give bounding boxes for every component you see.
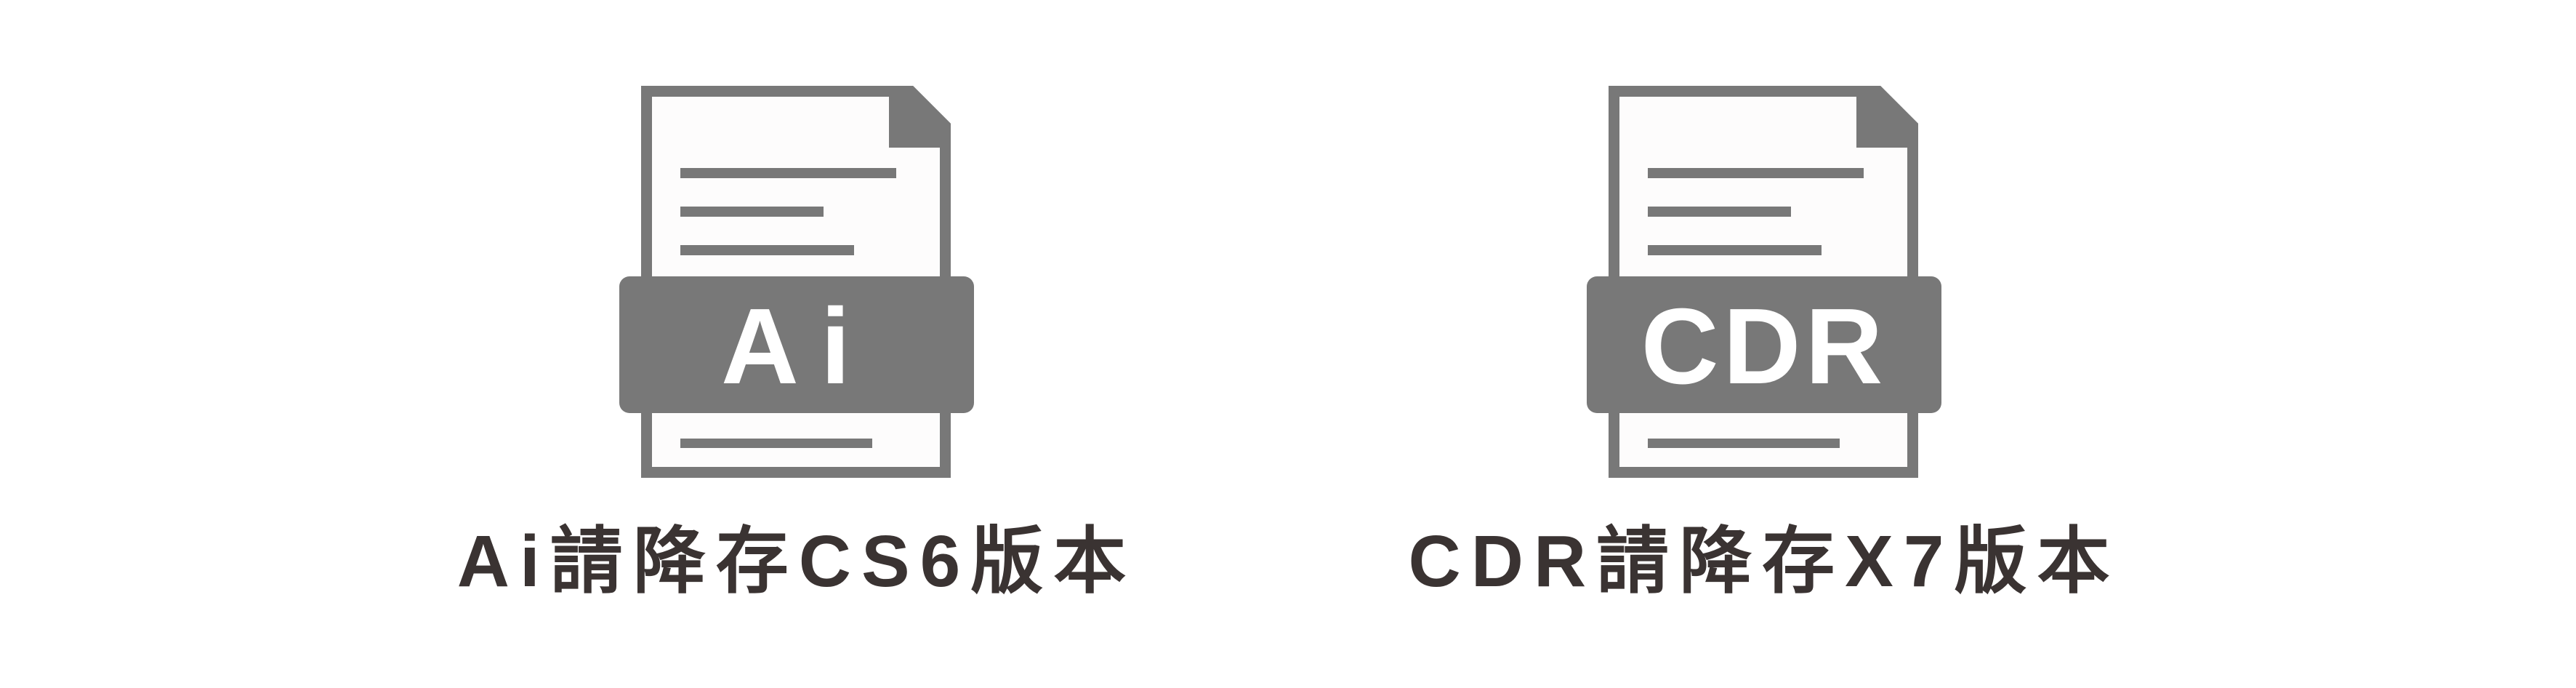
text-line: [1648, 168, 1864, 178]
text-line: [1648, 207, 1791, 217]
text-line: [680, 207, 824, 217]
text-line: [680, 168, 896, 178]
ai-document-file-icon: Ai: [619, 86, 974, 478]
format-banner: [1587, 276, 1941, 413]
format-banner: [619, 276, 974, 413]
format-label-ai: Ai: [721, 287, 872, 407]
format-label-cdr: CDR: [1641, 287, 1888, 407]
file-group-ai: Ai Ai請降存CS6版本: [433, 86, 1160, 601]
text-line: [680, 245, 854, 255]
caption-cdr: CDR請降存X7版本: [1408, 521, 2120, 602]
file-group-cdr: CDR CDR請降存X7版本: [1401, 86, 2128, 601]
folded-corner-icon: [1856, 86, 1918, 148]
caption-ai: Ai請降存CS6版本: [456, 521, 1137, 602]
cdr-document-file-icon: CDR: [1587, 86, 1941, 478]
folded-corner-icon: [889, 86, 951, 148]
text-line: [680, 439, 872, 448]
text-line: [1648, 245, 1822, 255]
text-line: [1648, 439, 1840, 448]
